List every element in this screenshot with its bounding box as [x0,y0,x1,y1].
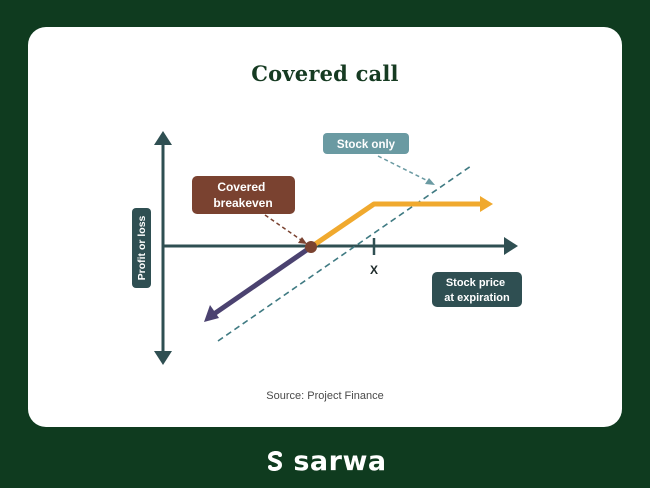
y-axis-arrow-top [154,131,172,145]
x-axis-arrow [504,237,518,255]
stock-only-pointer [377,155,431,183]
stock-only-line [217,165,472,342]
covered-breakeven-label-box [192,176,295,214]
covered-call-lower-segment [208,244,314,319]
breakeven-point [305,241,317,253]
covered-breakeven-label: Covered breakeven [213,180,272,210]
strike-label: X [370,263,378,277]
breakeven-pointer [264,214,305,243]
y-axis-arrow-bottom [154,351,172,365]
brand-logo: sarwa [0,441,650,481]
brand-name: sarwa [293,445,387,477]
x-axis-label-box [432,272,522,307]
stock-only-label-box [323,133,409,154]
sarwa-logo-icon [268,450,283,472]
covered-call-upper-arrow [480,196,493,212]
y-axis-label-box [132,208,151,288]
stock-only-label: Stock only [337,139,396,151]
covered-call-lower-arrow [204,305,219,322]
y-axis-label: Profit or loss [136,215,148,280]
covered-call-diagram: X Covered breakeven Stock only Profit or… [132,131,522,365]
source-note: Source: Project Finance [266,390,384,402]
stock-only-pointer-arrow [425,178,435,185]
chart-card: Covered call X Covered breake [28,27,622,427]
page-title: Covered call [251,61,399,86]
breakeven-pointer-arrow [298,237,307,244]
covered-call-upper-segment [309,201,482,250]
x-axis-label: Stock price at expiration [444,277,510,304]
